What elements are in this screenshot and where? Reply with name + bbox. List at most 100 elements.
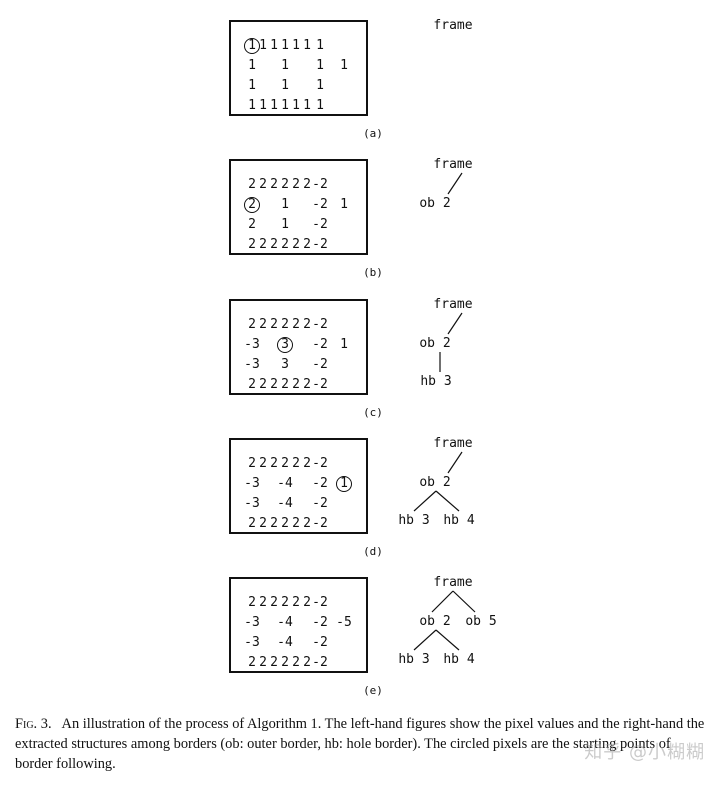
panel-label: (e) bbox=[363, 684, 383, 697]
pixel-value: 1 bbox=[303, 38, 311, 53]
pixel-value: 2 bbox=[259, 516, 267, 531]
pixel-value: 2 bbox=[270, 595, 278, 610]
pixel-value: -2 bbox=[312, 456, 328, 471]
pixel-value: 2 bbox=[270, 177, 278, 192]
tree-grandchild: hb 4 bbox=[443, 513, 475, 528]
pixel-value: -3 bbox=[244, 635, 260, 650]
panel-label: (a) bbox=[363, 127, 383, 140]
pixel-value: 2 bbox=[303, 317, 311, 332]
pixel-value: 2 bbox=[292, 377, 300, 392]
pixel-value: -4 bbox=[277, 635, 293, 650]
pixel-value: 2 bbox=[303, 237, 311, 252]
pixel-value: 1 bbox=[316, 58, 324, 73]
pixel-value: 1 bbox=[292, 98, 300, 113]
circled-pixel-value: 1 bbox=[336, 476, 352, 492]
pixel-value: -4 bbox=[277, 615, 293, 630]
pixel-value: 2 bbox=[248, 655, 256, 670]
pixel-value: 2 bbox=[270, 516, 278, 531]
pixel-value: 2 bbox=[303, 456, 311, 471]
pixel-value: -2 bbox=[312, 217, 328, 232]
tree-edge bbox=[435, 490, 460, 512]
pixel-value: -2 bbox=[312, 177, 328, 192]
circled-pixel: 3 bbox=[277, 337, 293, 353]
tree-edge bbox=[447, 312, 463, 335]
tree-grandchild: hb 3 bbox=[420, 374, 452, 389]
pixel-value: 2 bbox=[259, 377, 267, 392]
pixel-value: 1 bbox=[316, 78, 324, 93]
pixel-value: -4 bbox=[277, 476, 293, 491]
pixel-value: 1 bbox=[340, 337, 348, 352]
pixel-value: 2 bbox=[248, 595, 256, 610]
pixel-value: -4 bbox=[277, 496, 293, 511]
pixel-value: -2 bbox=[312, 635, 328, 650]
pixel-value: 1 bbox=[316, 38, 324, 53]
circled-pixel-value: 3 bbox=[277, 337, 293, 353]
pixel-value: -2 bbox=[312, 237, 328, 252]
pixel-value: 2 bbox=[248, 217, 256, 232]
pixel-value: 2 bbox=[292, 516, 300, 531]
pixel-value: 2 bbox=[259, 317, 267, 332]
circled-pixel-value: 2 bbox=[244, 197, 260, 213]
panel-label: (c) bbox=[363, 406, 383, 419]
pixel-value: 2 bbox=[248, 317, 256, 332]
pixel-value: 1 bbox=[340, 58, 348, 73]
pixel-value: 2 bbox=[248, 237, 256, 252]
circled-pixel: 1 bbox=[244, 38, 260, 54]
pixel-value: -2 bbox=[312, 357, 328, 372]
pixel-value: 2 bbox=[281, 595, 289, 610]
pixel-value: 2 bbox=[270, 377, 278, 392]
tree-child: ob 2 bbox=[419, 475, 451, 490]
pixel-value: -3 bbox=[244, 357, 260, 372]
pixel-value: -2 bbox=[312, 317, 328, 332]
tree-child: ob 2 bbox=[419, 196, 451, 211]
pixel-value: 1 bbox=[259, 38, 267, 53]
pixel-value: 2 bbox=[292, 317, 300, 332]
tree-edge bbox=[413, 490, 437, 512]
pixel-value: 2 bbox=[248, 177, 256, 192]
pixel-value: -5 bbox=[336, 615, 352, 630]
pixel-value: 2 bbox=[248, 456, 256, 471]
pixel-value: 2 bbox=[259, 177, 267, 192]
pixel-value: 2 bbox=[281, 237, 289, 252]
panel-label: (d) bbox=[363, 545, 383, 558]
tree-edge bbox=[413, 629, 437, 651]
pixel-value: 1 bbox=[340, 197, 348, 212]
tree-root: frame bbox=[433, 157, 473, 172]
panel-label: (b) bbox=[363, 266, 383, 279]
pixel-value: 1 bbox=[292, 38, 300, 53]
pixel-frame-2 bbox=[229, 299, 368, 395]
tree-root: frame bbox=[433, 436, 473, 451]
pixel-value: -2 bbox=[312, 197, 328, 212]
tree-edge bbox=[431, 590, 454, 613]
tree-edge bbox=[435, 629, 460, 651]
pixel-value: 2 bbox=[292, 237, 300, 252]
pixel-value: 1 bbox=[303, 98, 311, 113]
tree-root: frame bbox=[433, 575, 473, 590]
pixel-value: 1 bbox=[248, 58, 256, 73]
circled-pixel: 1 bbox=[336, 476, 352, 492]
pixel-value: 2 bbox=[270, 237, 278, 252]
pixel-value: 2 bbox=[281, 177, 289, 192]
pixel-value: 2 bbox=[292, 595, 300, 610]
pixel-value: 1 bbox=[248, 98, 256, 113]
pixel-value: -3 bbox=[244, 615, 260, 630]
tree-edge bbox=[447, 451, 463, 474]
pixel-value: 1 bbox=[270, 98, 278, 113]
pixel-value: -2 bbox=[312, 337, 328, 352]
pixel-value: 2 bbox=[303, 595, 311, 610]
pixel-value: 2 bbox=[303, 516, 311, 531]
pixel-value: -2 bbox=[312, 516, 328, 531]
tree-edge bbox=[452, 590, 476, 613]
pixel-value: 2 bbox=[259, 237, 267, 252]
pixel-value: -2 bbox=[312, 655, 328, 670]
pixel-value: 2 bbox=[303, 377, 311, 392]
pixel-value: -2 bbox=[312, 476, 328, 491]
circled-pixel-value: 1 bbox=[244, 38, 260, 54]
pixel-value: 2 bbox=[281, 516, 289, 531]
pixel-value: 2 bbox=[303, 655, 311, 670]
pixel-value: 2 bbox=[259, 655, 267, 670]
tree-grandchild: hb 4 bbox=[443, 652, 475, 667]
caption-text: An illustration of the process of Algori… bbox=[15, 716, 705, 772]
pixel-value: 2 bbox=[281, 317, 289, 332]
